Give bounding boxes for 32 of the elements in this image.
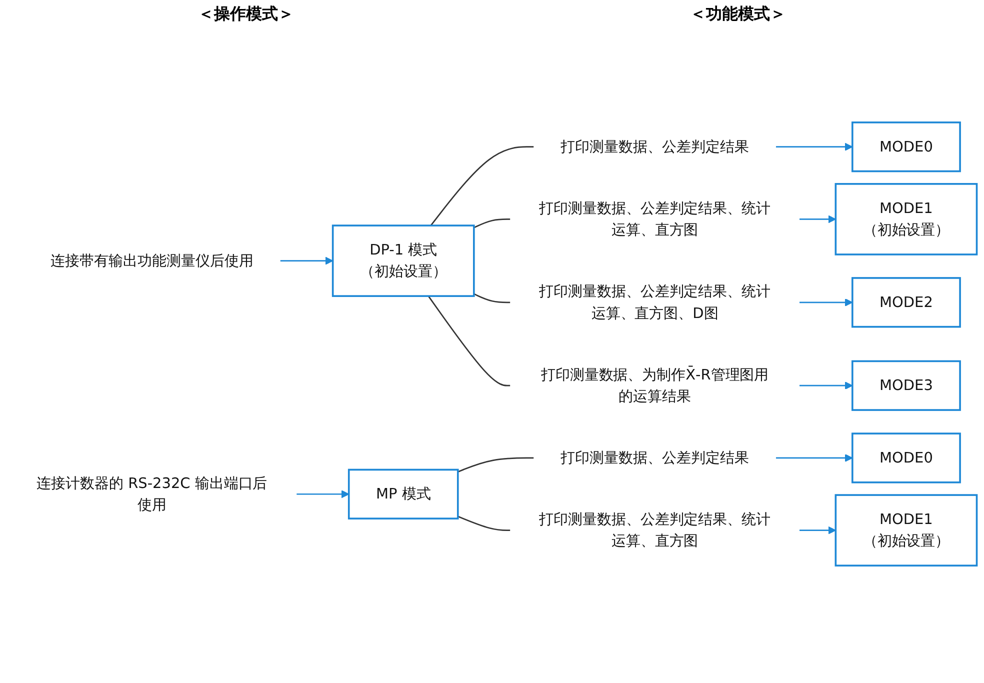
node-box: MODE1 （初始设置） (834, 494, 978, 566)
node-box: DP-1 模式 （初始设置） (332, 224, 475, 297)
node-text: 连接计数器的 RS-232C 输出端口后使用 (36, 474, 268, 514)
arrow (776, 454, 853, 462)
connector (474, 293, 510, 304)
connector (458, 457, 534, 473)
node-text: 打印测量数据、公差判定结果 (560, 448, 749, 466)
node-text: 打印测量数据、为制作X̄-R管理图用的运算结果 (540, 366, 769, 405)
node-text: 打印测量数据、公差判定结果、统计运算、直方图 (539, 510, 771, 550)
arrow (296, 490, 350, 498)
arrow (800, 298, 853, 306)
arrow (776, 142, 853, 151)
node-box: MODE0 (852, 122, 961, 172)
node-text: 连接带有输出功能测量仪后使用 (50, 252, 254, 269)
arrow (800, 526, 836, 534)
arrow (280, 256, 334, 265)
node-text: 打印测量数据、公差判定结果、统计运算、直方图、D图 (539, 282, 771, 322)
node-text: 打印测量数据、公差判定结果 (560, 138, 749, 155)
node-text: 打印测量数据、公差判定结果、统计运算、直方图 (539, 199, 771, 238)
connector (428, 296, 510, 386)
section-heading: ＜操作模式＞ (198, 4, 294, 25)
node-box: MODE2 (852, 277, 961, 328)
node-box: MODE0 (852, 432, 961, 484)
node-box: MODE1 （初始设置） (834, 183, 978, 256)
arrow (800, 382, 853, 390)
connector (474, 218, 510, 228)
node-box: MODE3 (852, 360, 961, 411)
arrow (800, 215, 836, 224)
connector (458, 516, 510, 531)
section-heading: ＜功能模式＞ (690, 4, 786, 25)
connector (430, 146, 534, 226)
node-box: MP 模式 (348, 468, 459, 520)
